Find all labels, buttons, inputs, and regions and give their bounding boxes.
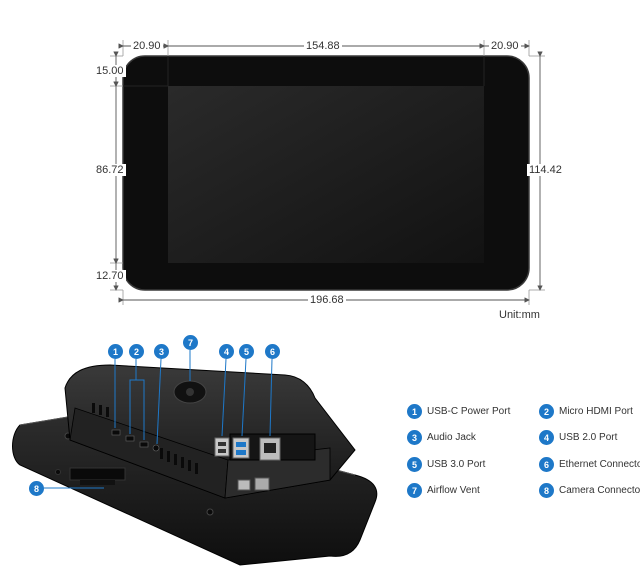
hdmi-port-a-shape xyxy=(125,435,135,442)
callout-2: 2 xyxy=(129,344,149,359)
callout-8: 8 xyxy=(29,481,49,496)
callout-7: 7 xyxy=(183,335,203,350)
audio-jack-shape xyxy=(152,444,160,452)
dim-right-height: 114.42 xyxy=(527,164,564,176)
dim-top-center: 154.88 xyxy=(304,40,342,52)
screen-display xyxy=(168,86,484,263)
unit-label: Unit:mm xyxy=(499,309,540,321)
usbc-port-shape xyxy=(111,429,121,436)
dim-left-bottom: 12.70 xyxy=(94,270,126,282)
front-view-drawing xyxy=(110,40,545,305)
dim-left-middle: 86.72 xyxy=(94,164,126,176)
side-view-illustration xyxy=(12,350,378,566)
dim-bottom-width: 196.68 xyxy=(308,294,346,306)
dim-top-left: 20.90 xyxy=(131,40,163,52)
dim-left-top: 15.00 xyxy=(94,65,126,77)
callout-3: 3 xyxy=(154,344,174,359)
callout-1: 1 xyxy=(108,344,128,359)
hdmi-port-b-shape xyxy=(139,441,149,448)
dim-top-right: 20.90 xyxy=(489,40,521,52)
callout-6: 6 xyxy=(265,344,285,359)
callout-4: 4 xyxy=(219,344,239,359)
usb2-port-shape xyxy=(214,437,230,457)
camera-connector-shape xyxy=(69,467,126,481)
callout-5: 5 xyxy=(239,344,259,359)
